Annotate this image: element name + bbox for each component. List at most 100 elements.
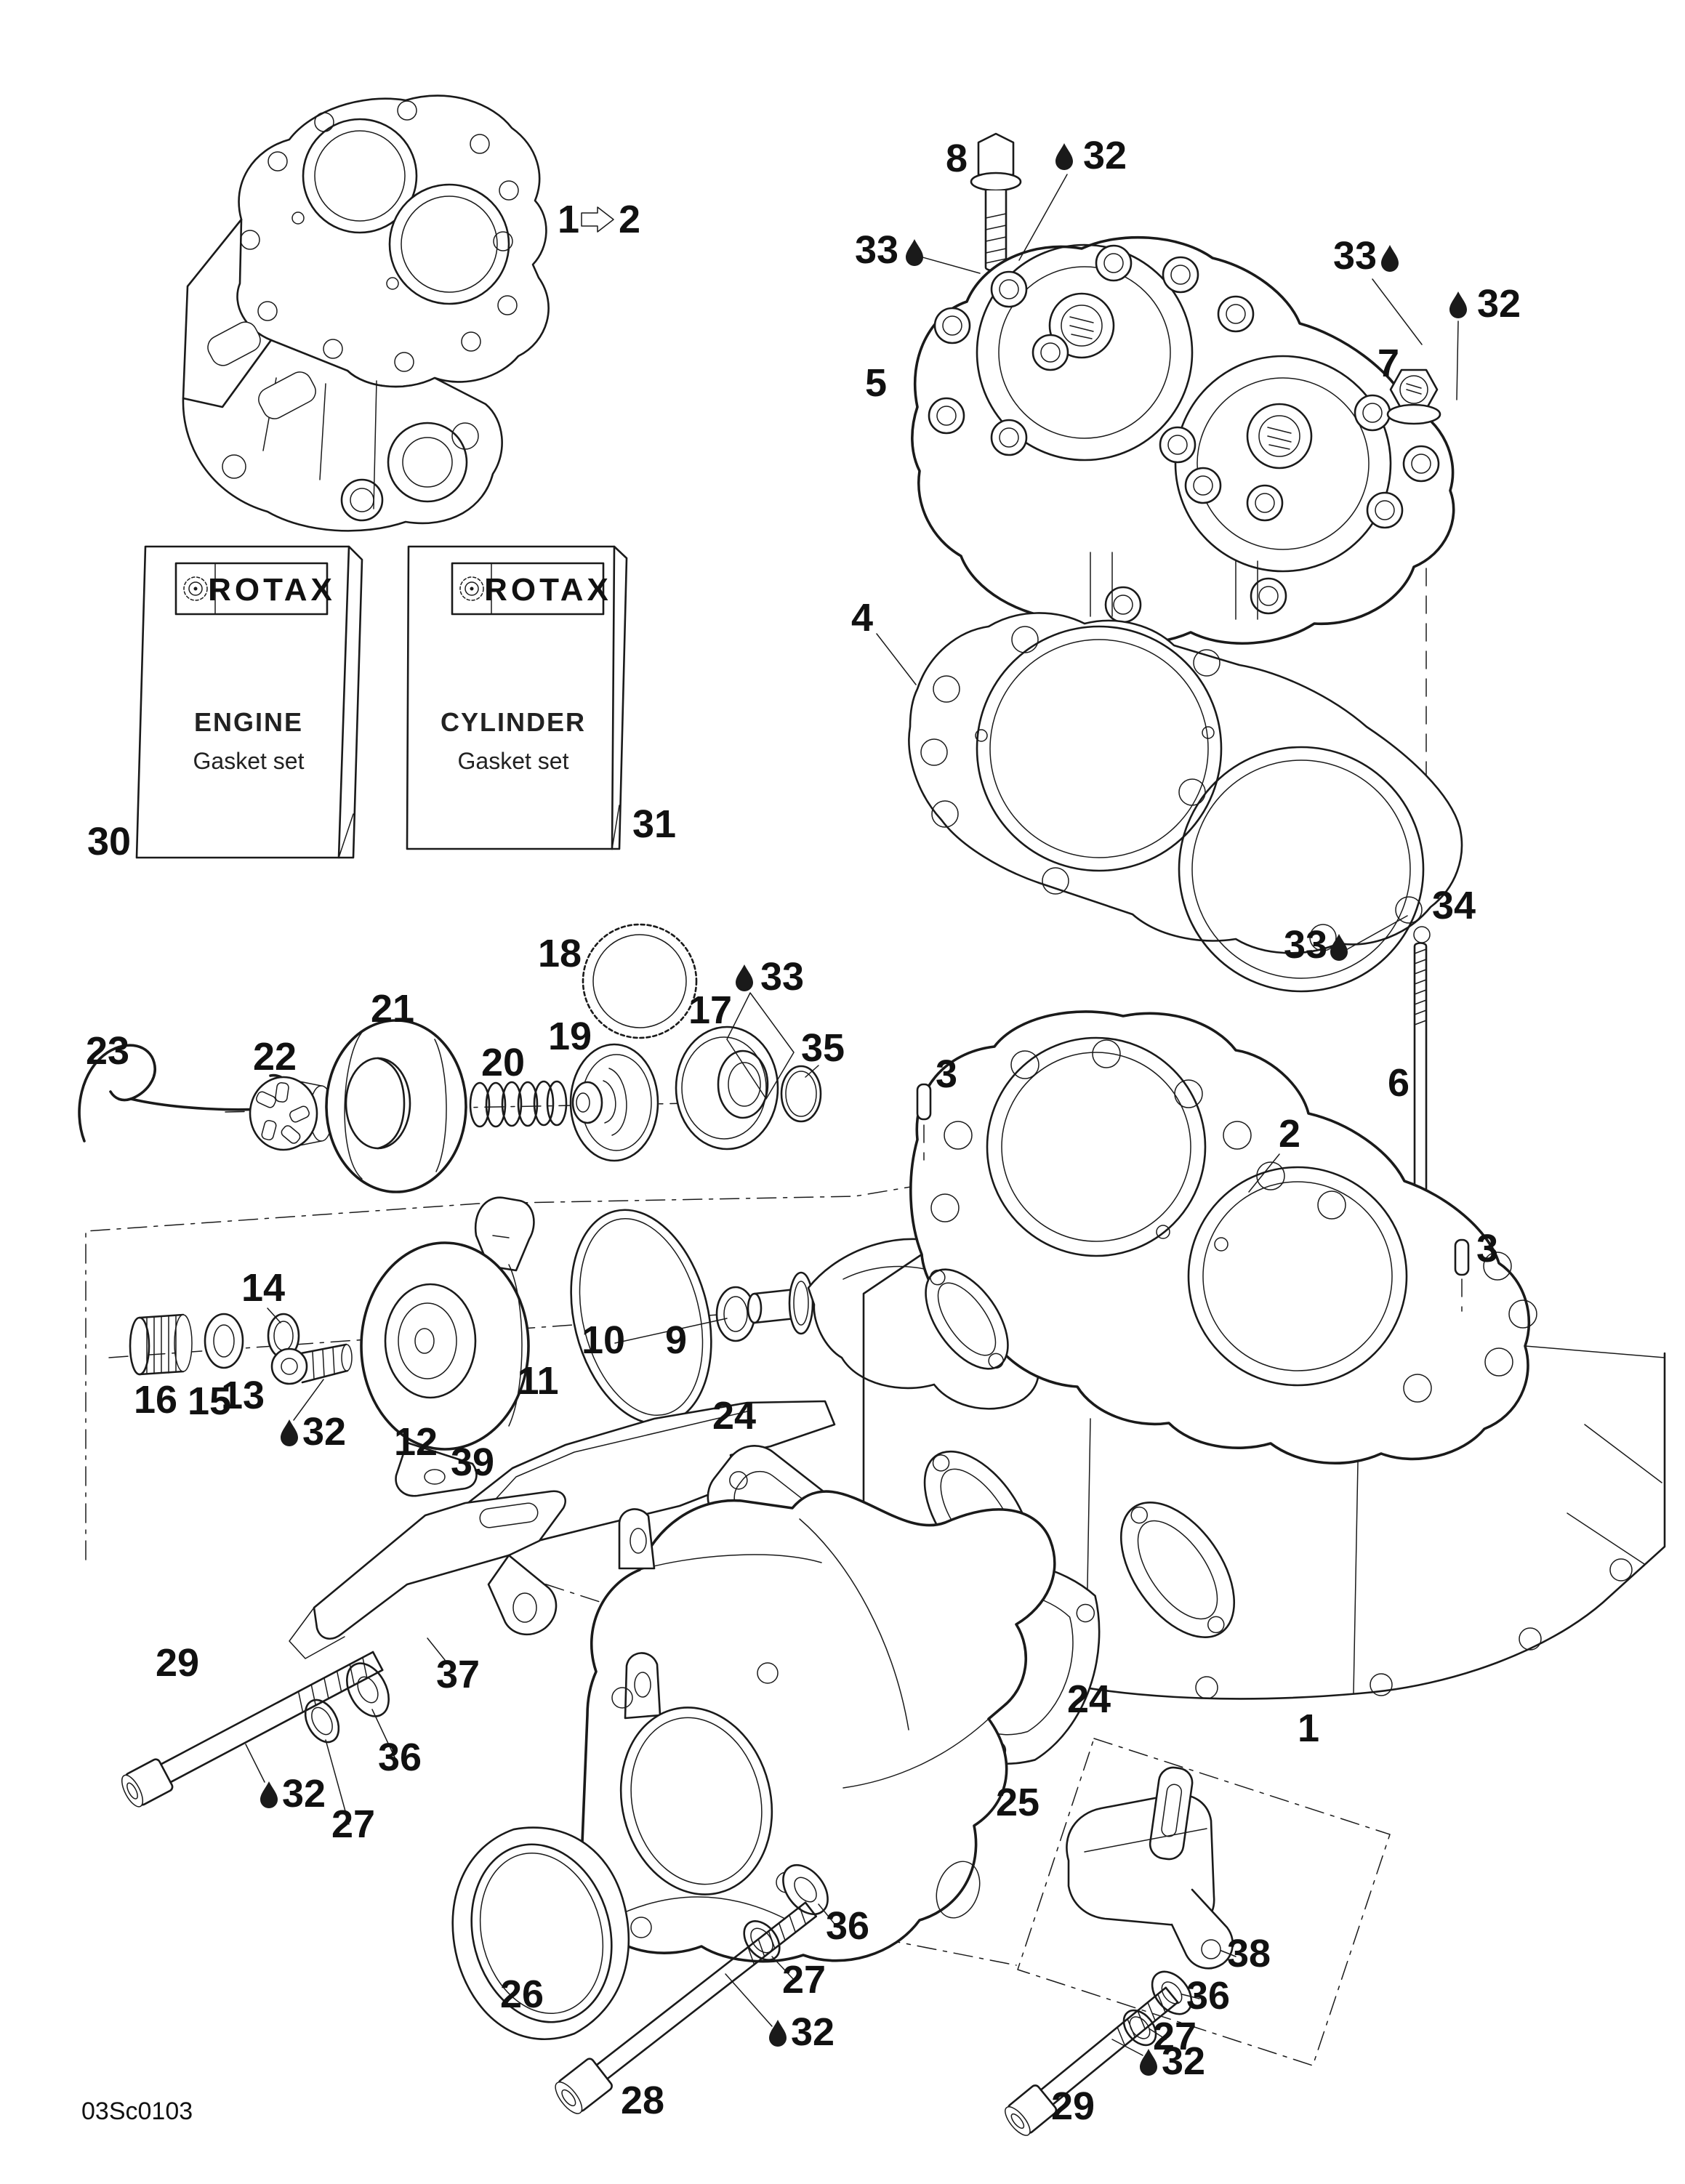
assembly-note-left: 1 [558,198,579,241]
callout-3: 3 [936,1052,957,1096]
assembly-note-right: 2 [619,198,640,241]
callout-labels: 1 2 8 32 33 33 32 7 5 4 34 33 6 30 31 18… [86,134,1521,2128]
diaphragm-disc-19 [569,1043,659,1162]
callout-5: 5 [865,361,887,405]
callout-14: 14 [241,1266,285,1310]
open-arrow-icon [581,206,614,233]
bombardier-gear-icon [183,576,208,601]
callout-34: 34 [1432,884,1476,927]
head-plug-1 [1048,292,1115,359]
lock-washer-27-left [304,1699,340,1744]
washer-36-left [346,1662,390,1717]
oil-drop-icon [906,239,923,266]
callout-28: 28 [621,2079,664,2122]
callout-17: 17 [688,988,732,1032]
bombardier-gear-icon [459,576,484,601]
package-subtitle: Gasket set [458,748,569,774]
callout-27: 27 [331,1802,375,1846]
callout-12: 12 [394,1420,438,1464]
callout-36: 36 [826,1904,869,1948]
valve-housing-21 [325,1019,467,1193]
manifold-gasket-26 [451,1826,630,2040]
callout-25: 25 [996,1781,1039,1824]
callout-6: 6 [1388,1061,1409,1105]
callout-11: 11 [517,1359,558,1403]
callout-33: 33 [760,955,804,999]
o-ring-35 [780,1065,822,1123]
sheet-code: 03Sc0103 [81,2098,193,2125]
callout-26: 26 [500,1973,544,2016]
cover-17 [675,1025,779,1151]
bracket-38-detail-box [1017,1738,1391,2066]
package-subtitle: Gasket set [193,748,305,774]
spring-20 [469,1080,568,1128]
thermostat-cluster [78,923,822,1193]
bolt-8 [970,132,1022,272]
callout-22: 22 [253,1035,297,1079]
water-pump-cluster [129,1196,1039,1497]
package-brand: ROTAX [208,572,336,608]
callout-31: 31 [632,802,676,846]
oil-drop-icon [1381,245,1399,272]
callout-19: 19 [548,1015,592,1058]
callout-7: 7 [1378,342,1399,385]
callout-10: 10 [582,1318,625,1362]
callout-8: 8 [946,137,968,180]
callout-37: 37 [436,1653,480,1696]
callout-27: 27 [782,1958,826,2002]
callout-32: 32 [1083,134,1127,177]
callout-16: 16 [134,1378,177,1422]
callout-29: 29 [1051,2084,1095,2128]
callout-1: 1 [1298,1706,1319,1750]
callout-23: 23 [86,1029,129,1073]
washer-36-mid [782,1864,829,1915]
callout-38: 38 [1227,1932,1271,1975]
oil-drop-icon [1449,291,1467,318]
callout-32: 32 [791,2010,835,2054]
bolt-29-left [121,1651,384,1808]
callout-21: 21 [371,987,414,1031]
wire-lever-23 [78,1044,156,1143]
bracket-38 [1066,1766,1234,1970]
callout-24: 24 [712,1394,756,1438]
oil-drop-icon [281,1419,298,1446]
washer-15 [204,1313,244,1369]
gasket-set-package-engine: ROTAX ENGINE Gasket set [135,545,363,859]
gasket-4-holes [920,626,1431,951]
package-title: ENGINE [194,707,303,737]
callout-33: 33 [1284,923,1327,967]
callout-36: 36 [378,1736,422,1779]
flange-nut-7 [1386,368,1441,425]
oil-drop-icon [260,1781,278,1808]
toothed-ring-18 [582,923,698,1039]
exhaust-group [121,1400,1234,2136]
cylinder-head-5 [911,235,1455,645]
leader-lines [245,174,1459,2056]
callout-24: 24 [1067,1677,1111,1721]
callout-29: 29 [156,1641,199,1685]
bracket-37 [289,1490,566,1659]
callout-36: 36 [1186,1974,1230,2018]
callout-15: 15 [188,1379,231,1423]
dowel-pin-3-left [916,1083,932,1161]
bolt-28 [555,1901,817,2114]
callout-33: 33 [1333,234,1377,278]
bolt-29-right [1005,1986,1179,2136]
callout-39: 39 [451,1440,494,1484]
manifold-ear-lower [624,1652,661,1720]
deck-holes [930,1039,1537,1403]
callout-13: 13 [221,1374,265,1417]
o-ring-11 [570,1209,712,1425]
package-brand: ROTAX [484,572,612,608]
callout-32: 32 [1477,282,1521,326]
oil-drop-icon [1055,143,1073,170]
plug-16 [129,1313,193,1376]
callout-33: 33 [855,228,898,272]
callout-20: 20 [481,1041,525,1084]
gasket-set-package-cylinder: ROTAX CYLINDER Gasket set [406,545,628,850]
callout-27: 27 [1153,2015,1197,2058]
exhaust-manifold [579,1490,1056,1963]
engine-assembly-drawing [182,94,550,532]
